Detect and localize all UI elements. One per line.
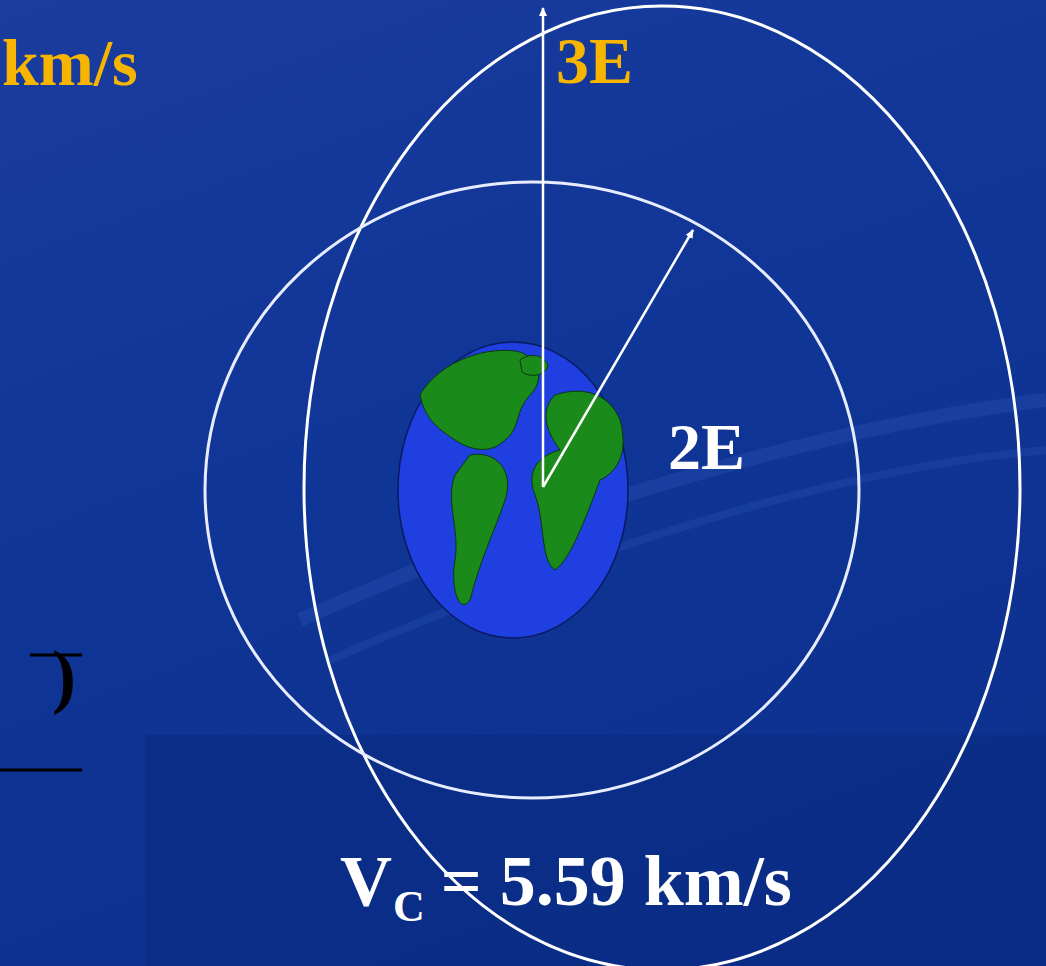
earth — [398, 342, 628, 638]
radius-label: 2E — [668, 414, 745, 480]
unit-label: km/s — [2, 30, 138, 96]
outer-orbit — [304, 6, 1020, 966]
radius-label: 3E — [556, 28, 633, 94]
fraction-underline — [0, 769, 82, 772]
velocity-subscript: C — [393, 885, 425, 929]
inner-orbit — [205, 182, 859, 798]
radius-arrow — [542, 8, 545, 487]
velocity-value: = 5.59 km/s — [441, 845, 792, 917]
formula-fragment: ) — [52, 640, 76, 712]
velocity-symbol: V — [340, 845, 392, 917]
dark-panel — [145, 735, 1046, 966]
